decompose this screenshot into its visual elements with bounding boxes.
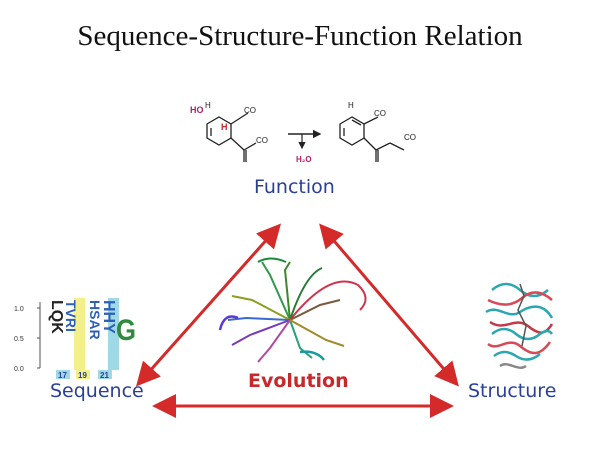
function-label: Function [254,176,335,198]
logo-position-21: 21 [100,371,109,380]
reactant-molecule [206,112,257,162]
reactant-hydroxyl: HO [190,105,204,115]
logo-letters-col3: HSAR [87,300,103,340]
logo-ytick-2: 0.5 [14,336,24,343]
reactant-carboxylate-side: CO [256,136,268,145]
arrow-function-structure [319,223,459,387]
product-h: H [348,101,354,110]
arrow-function-sequence [136,223,281,387]
evolution-label: Evolution [248,370,349,392]
logo-position-17: 17 [58,371,67,380]
reactant-h-top: H [205,101,211,110]
diagram-title: Sequence-Structure-Function Relation [77,20,523,52]
logo-letters-col4: HHY [100,300,117,334]
protein-structure-image [485,282,554,369]
logo-letters-col2: TVRI [63,300,79,332]
logo-letters-col5: G [116,314,136,347]
product-carboxylate-top: CO [374,109,386,118]
reactant-h-red: H [221,122,228,132]
reactant-carboxylate-top: CO [244,106,256,115]
logo-ytick-1: 1.0 [14,306,24,313]
product-carboxylate-side: CO [404,133,416,142]
logo-ytick-3: 0.0 [14,366,24,373]
logo-position-19: 19 [78,371,87,380]
sequence-label: Sequence [50,380,144,402]
product-molecule [339,116,405,162]
structure-label: Structure [468,380,557,402]
evolution-tree-image [218,257,367,363]
water-label: H₂O [296,155,312,164]
sequence-logo: 1.0 0.5 0.0 LQK TVRI HSAR HHY G 17 19 21 [14,298,136,380]
logo-letters-col1: LQK [48,300,65,334]
